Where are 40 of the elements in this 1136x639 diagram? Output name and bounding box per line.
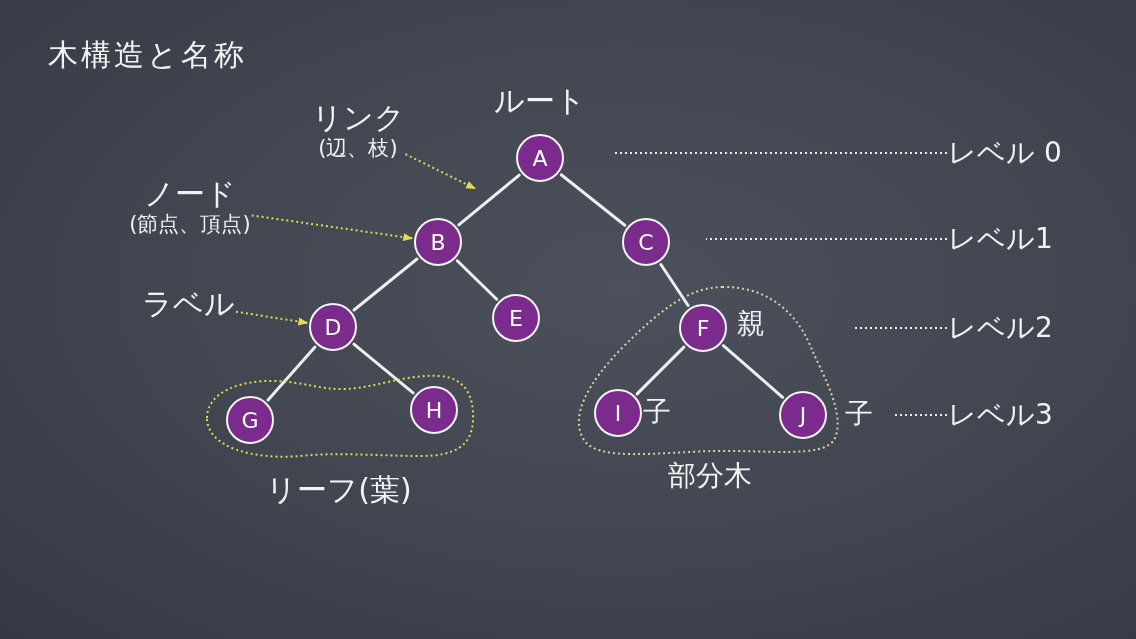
annotation-label: ラベル [142,287,235,322]
node-caption: 子 [845,398,873,431]
leader-arrow [250,214,415,242]
link-line [352,342,415,395]
tree-node: J [779,391,827,439]
link-line [559,173,627,227]
tree-node: B [414,218,462,266]
node-caption: 親 [737,308,765,341]
level-label: レベル3 [948,399,1053,432]
tree-node: G [226,396,274,444]
level-label: レベル1 [948,223,1053,256]
level-guide-line [705,238,948,241]
group-label: リーフ(葉) [266,473,412,508]
group-label: 部分木 [668,460,752,493]
link-line [457,173,521,227]
link-line [635,345,686,396]
tree-node: F [679,304,727,352]
node-caption: 子 [643,396,671,429]
level-label: レベル2 [948,312,1053,345]
tree-node: A [516,134,564,182]
level-guide-line [894,414,948,417]
annotation-label: ノード [144,176,236,212]
link-line [266,345,317,402]
leader-arrow [404,153,477,190]
tree-node: D [309,303,357,351]
link-line [659,263,690,307]
tree-node: H [410,386,458,434]
tree-node: E [492,294,540,342]
level-label: レベル 0 [948,137,1062,170]
node-caption: ルート [494,84,586,119]
tree-node: I [594,389,642,437]
slide-title: 木構造と名称 [48,38,247,73]
annotation-note: (辺、枝) [318,136,398,162]
tree-node: C [622,218,670,266]
link-line [352,257,419,312]
link-line [721,344,785,399]
leader-arrow [235,310,310,326]
annotation-note: (節点、頂点) [129,212,251,238]
link-line [455,259,499,301]
annotation-label: リンク [311,100,405,136]
